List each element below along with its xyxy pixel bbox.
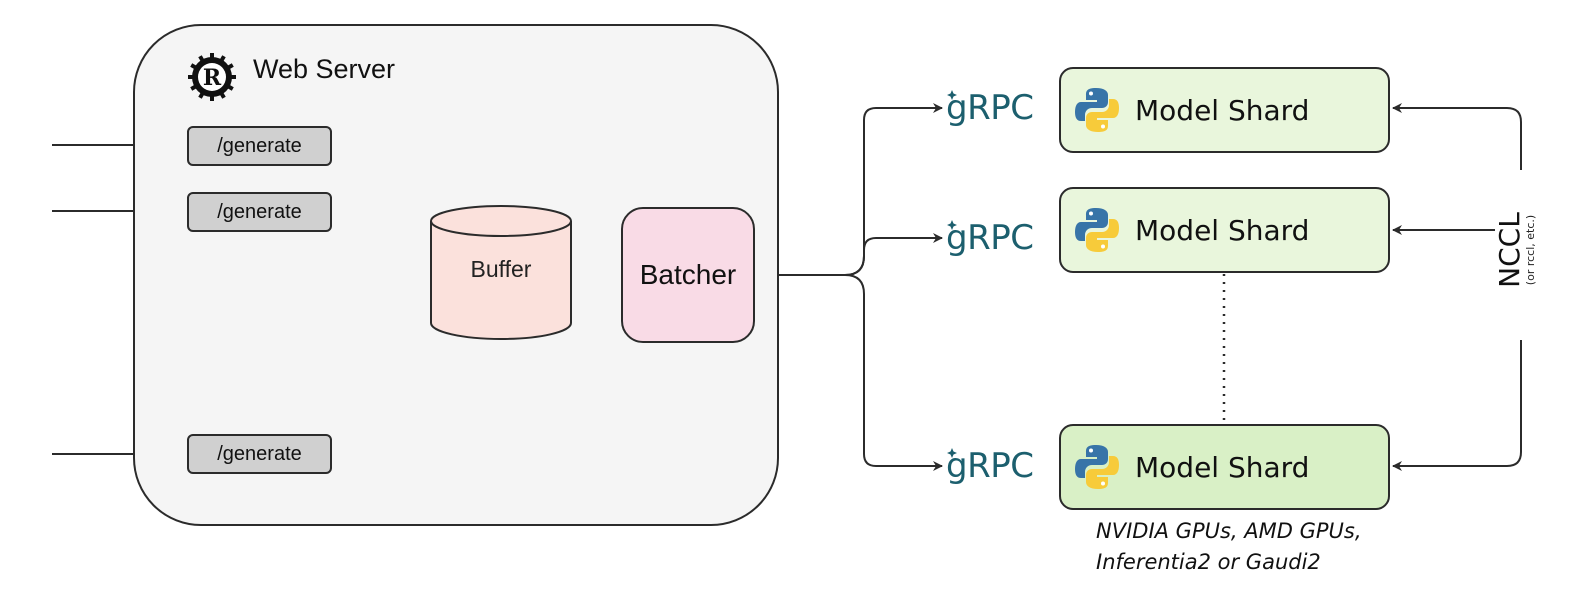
batcher-to-grpc-2 bbox=[844, 233, 943, 276]
batcher-label: Batcher bbox=[639, 259, 737, 290]
model-shard-1: Model Shard bbox=[1059, 67, 1390, 153]
grpc-text: gRPC bbox=[946, 446, 1034, 486]
python-logo-icon bbox=[1075, 208, 1119, 252]
grpc-text: gRPC bbox=[946, 218, 1034, 258]
python-logo-icon bbox=[1075, 445, 1119, 489]
grpc-label-2: gRPC bbox=[946, 216, 1034, 260]
nccl-label: NCCL (or rccl, etc.) bbox=[1493, 170, 1537, 330]
nccl-subtitle: (or rccl, etc.) bbox=[1524, 214, 1537, 286]
nccl-to-shard-3 bbox=[1392, 340, 1522, 471]
endpoint-label: /generate bbox=[217, 442, 302, 465]
model-shard-label: Model Shard bbox=[1135, 450, 1310, 484]
hardware-note-line-1: NVIDIA GPUs, AMD GPUs, bbox=[1096, 519, 1362, 543]
grpc-label-1: gRPC bbox=[946, 86, 1034, 130]
buffer-cylinder bbox=[430, 205, 572, 340]
python-logo-icon bbox=[1075, 88, 1119, 132]
model-shard-label: Model Shard bbox=[1135, 213, 1310, 247]
endpoint-label: /generate bbox=[217, 134, 302, 157]
grpc-spark-icon bbox=[947, 448, 957, 458]
generate-endpoint-2[interactable]: /generate bbox=[187, 192, 332, 232]
batcher-box: Batcher bbox=[621, 207, 755, 343]
hardware-note: NVIDIA GPUs, AMD GPUs, Inferentia2 or Ga… bbox=[1096, 516, 1416, 578]
batcher-to-grpc-3 bbox=[844, 274, 943, 471]
model-shard-2: Model Shard bbox=[1059, 187, 1390, 273]
generate-endpoint-3[interactable]: /generate bbox=[187, 434, 332, 474]
model-shard-3: Model Shard bbox=[1059, 424, 1390, 510]
web-server-title: Web Server bbox=[253, 54, 396, 84]
endpoint-label: /generate bbox=[217, 200, 302, 223]
svg-text:R: R bbox=[203, 65, 222, 91]
model-shard-label: Model Shard bbox=[1135, 93, 1310, 127]
grpc-text: gRPC bbox=[946, 88, 1034, 128]
buffer-label: Buffer bbox=[470, 256, 532, 282]
nccl-title: NCCL bbox=[1493, 212, 1526, 288]
batcher-to-grpc-1 bbox=[757, 103, 943, 276]
grpc-label-3: gRPC bbox=[946, 444, 1034, 488]
rust-logo-icon: R bbox=[188, 53, 236, 101]
generate-endpoint-1[interactable]: /generate bbox=[187, 126, 332, 166]
grpc-spark-icon bbox=[947, 90, 957, 100]
grpc-spark-icon bbox=[947, 220, 957, 230]
nccl-to-shard-1 bbox=[1392, 103, 1522, 300]
hardware-note-line-2: Inferentia2 or Gaudi2 bbox=[1096, 550, 1321, 574]
